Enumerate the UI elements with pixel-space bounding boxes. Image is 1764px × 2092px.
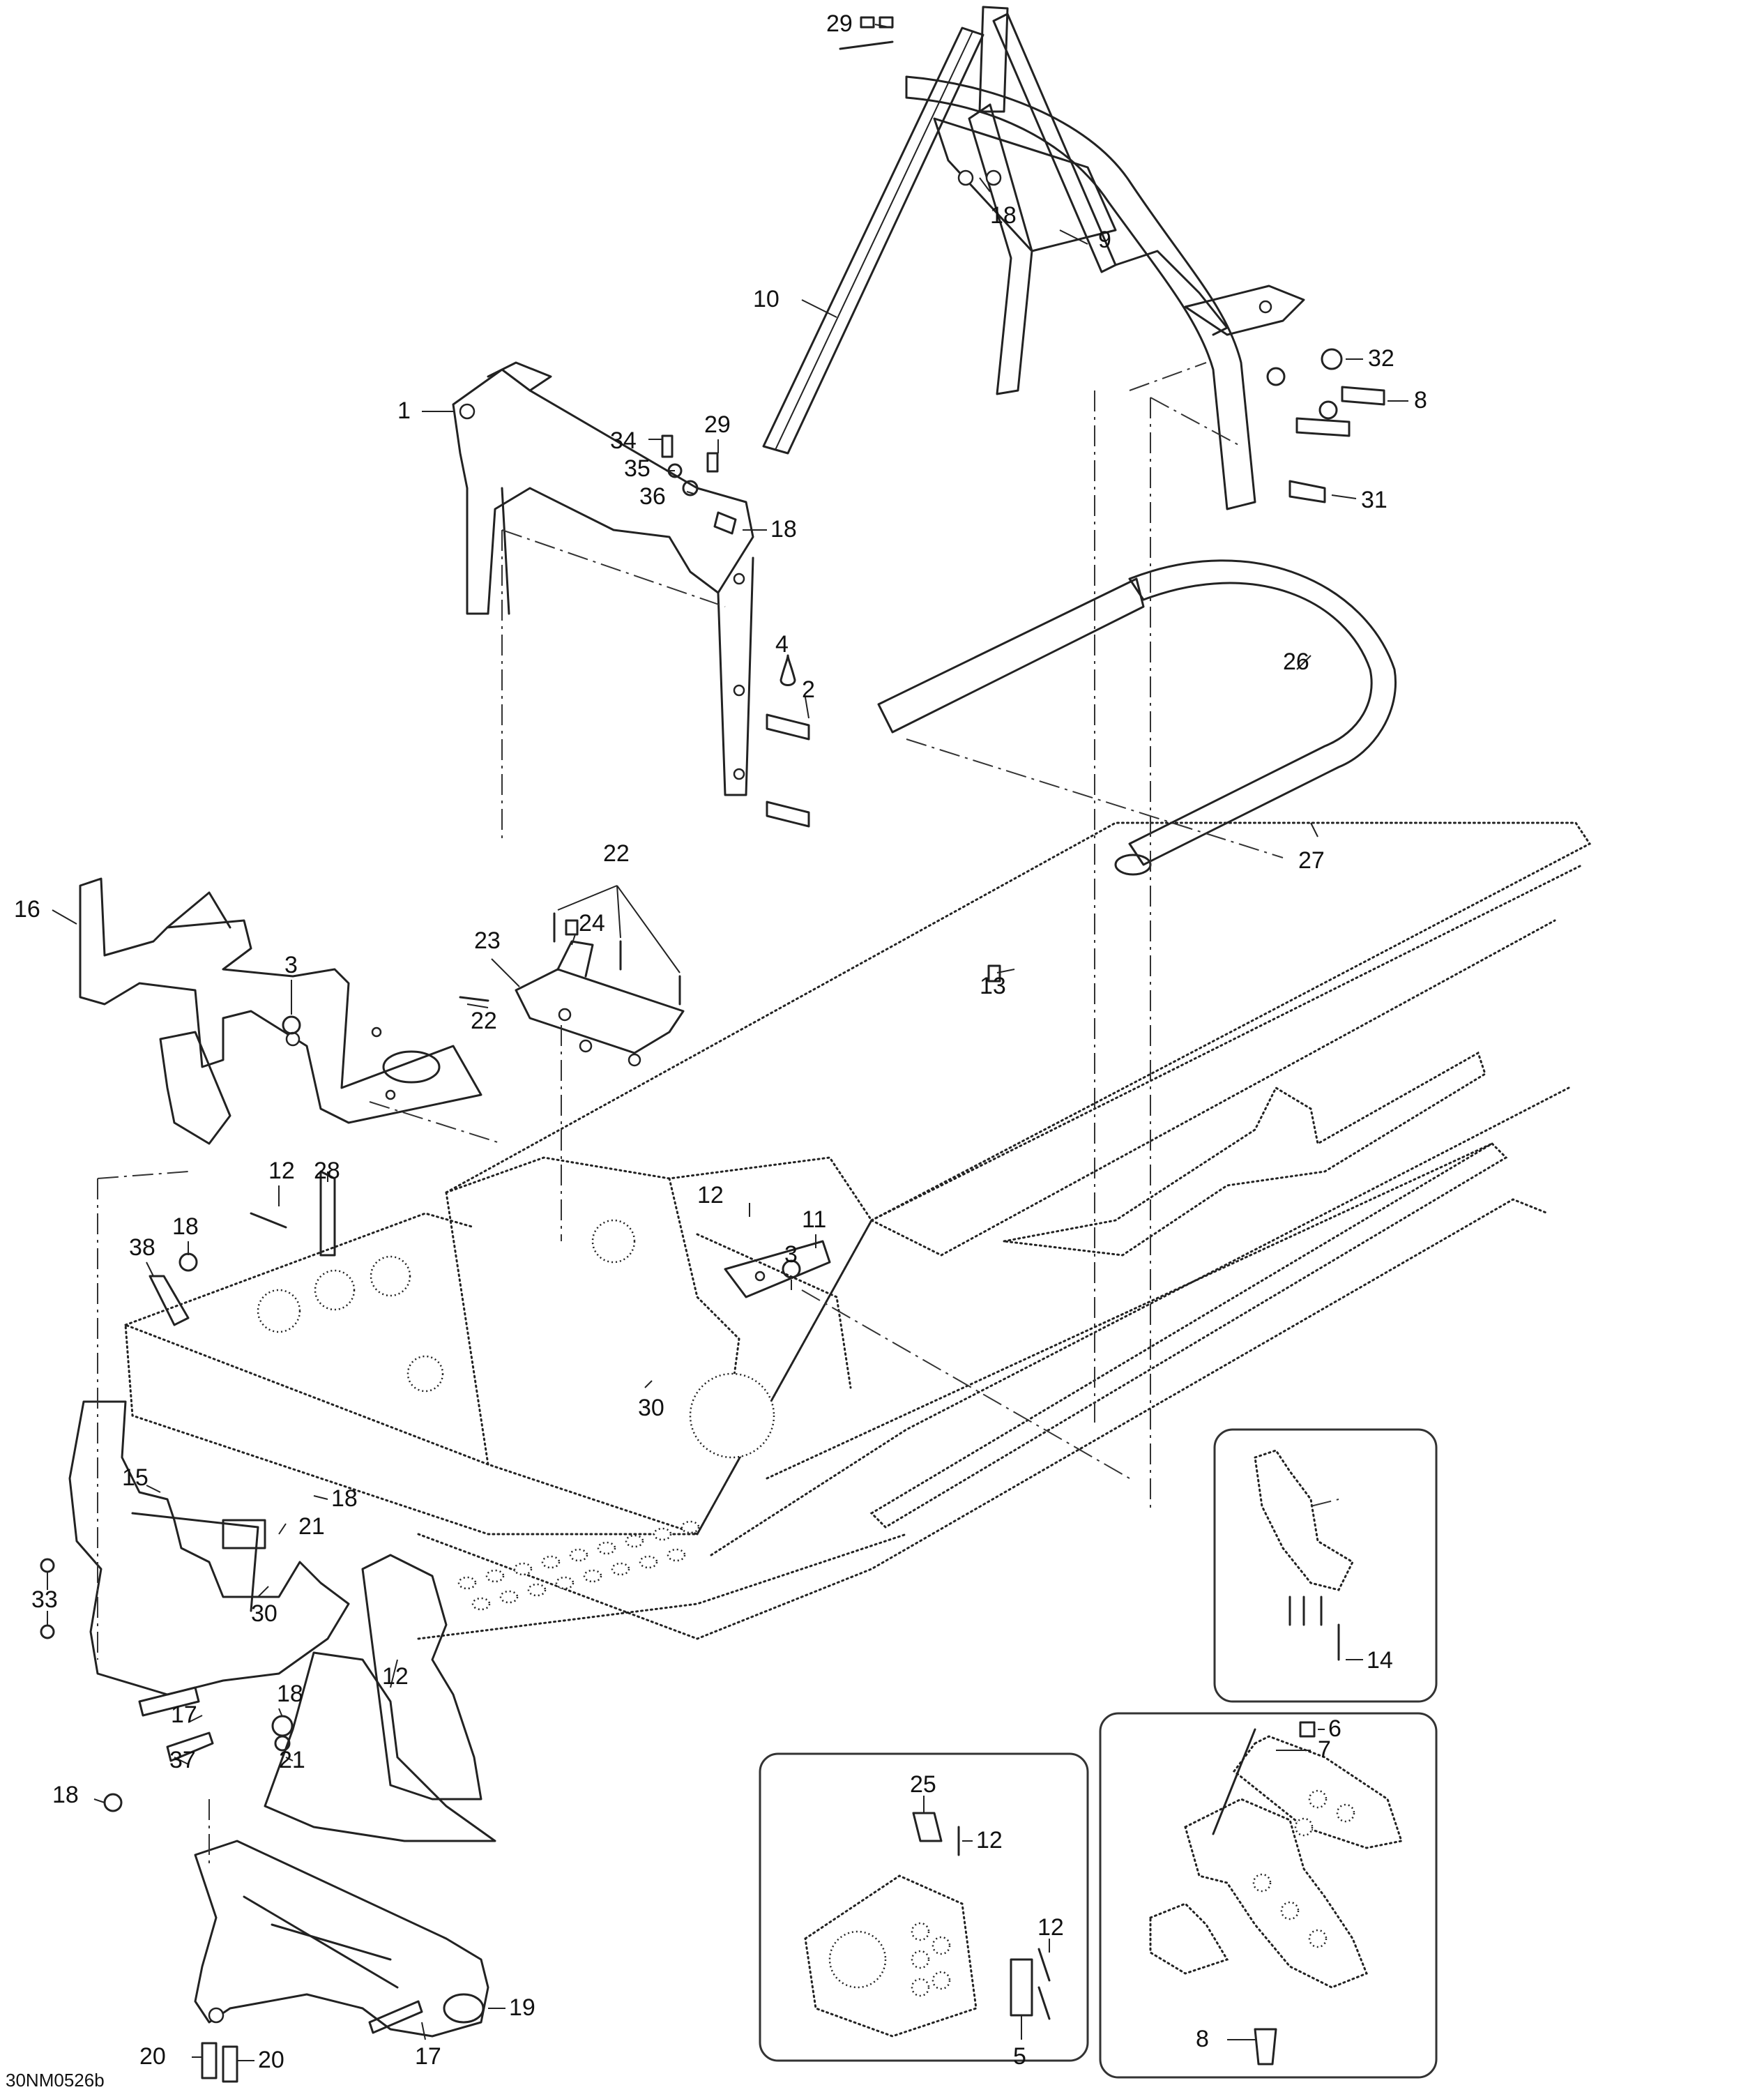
callout-18-lower: 18 (331, 1485, 358, 1512)
callout-19: 19 (509, 1994, 535, 2021)
callout-30-center: 30 (638, 1395, 664, 1421)
callout-12-left: 12 (268, 1158, 295, 1184)
callout-29-mid: 29 (704, 411, 731, 438)
callout-13: 13 (980, 973, 1006, 999)
right-upper-bolts (1266, 348, 1385, 503)
callout-36: 36 (639, 483, 666, 510)
drawing-code: 30NM0526b (6, 2070, 105, 2091)
callout-14: 14 (1367, 1647, 1393, 1674)
callout-2: 2 (802, 676, 815, 703)
callout-5: 5 (1013, 2043, 1026, 2070)
callout-30-lower: 30 (251, 1600, 277, 1627)
callout-18-mid: 18 (770, 516, 797, 543)
callout-21-upper: 21 (298, 1513, 325, 1540)
callout-23: 23 (474, 927, 501, 954)
callout-17-upper: 17 (171, 1701, 197, 1728)
callout-27: 27 (1298, 847, 1325, 874)
rear-loop (877, 559, 1397, 876)
callout-12-inset-right: 12 (1037, 1914, 1064, 1941)
leader-lines (47, 24, 1408, 2061)
callout-18-bottom-left: 18 (52, 1782, 79, 1808)
callout-10: 10 (753, 286, 780, 312)
callout-31: 31 (1361, 487, 1387, 513)
callout-12-panel: 12 (382, 1663, 409, 1690)
callout-24: 24 (579, 910, 605, 937)
callout-7: 7 (1318, 1736, 1331, 1763)
callout-15: 15 (122, 1464, 149, 1491)
callout-16: 16 (14, 896, 40, 923)
inset-25-12-5 (759, 1752, 1089, 2062)
callout-3-center: 3 (784, 1241, 798, 1268)
front-subframe-fasteners (661, 434, 737, 535)
callout-22-top: 22 (603, 840, 630, 867)
callout-21-lower: 21 (279, 1747, 305, 1773)
callout-4: 4 (775, 631, 789, 658)
callout-8-inset: 8 (1196, 2026, 1209, 2052)
callout-11: 11 (802, 1206, 826, 1233)
lower-bracket-19 (194, 1840, 489, 2083)
tunnel-chassis (124, 821, 1592, 1640)
callout-34: 34 (610, 427, 637, 454)
plate-11 (149, 1170, 831, 1326)
callout-12-inset-top: 12 (976, 1827, 1003, 1854)
callout-22-left: 22 (471, 1008, 497, 1034)
callout-20-left: 20 (139, 2043, 166, 2070)
callout-35: 35 (624, 455, 651, 482)
callout-26: 26 (1283, 649, 1309, 675)
callout-17-lower: 17 (415, 2043, 441, 2070)
bolts-2 (766, 654, 810, 828)
callout-3-upper: 3 (284, 952, 298, 978)
callout-6: 6 (1328, 1715, 1341, 1742)
callout-37: 37 (169, 1747, 196, 1773)
callout-38: 38 (129, 1234, 155, 1261)
upper-column-frame (762, 6, 1305, 510)
steering-support-23 (515, 940, 685, 1067)
callout-8-top: 8 (1414, 387, 1427, 414)
callout-12-center: 12 (697, 1182, 724, 1208)
callout-29-top: 29 (826, 10, 853, 37)
callout-18-top: 18 (990, 202, 1017, 229)
callout-18-panel: 18 (277, 1681, 303, 1707)
callout-18-left: 18 (172, 1213, 199, 1240)
lower-front-panels (40, 1400, 496, 1842)
inset-6-7-8 (1099, 1712, 1438, 2079)
alignment-lines (97, 362, 1242, 1869)
callout-28: 28 (314, 1158, 340, 1184)
front-subframe (452, 361, 754, 796)
front-bulkhead-16 (79, 877, 482, 1145)
running-board-holes (457, 1520, 700, 1611)
callout-32: 32 (1368, 345, 1394, 372)
callout-33: 33 (31, 1586, 58, 1613)
callout-20-right: 20 (258, 2047, 284, 2073)
callout-25: 25 (910, 1771, 936, 1798)
callout-labels: 29 18 9 10 32 8 31 1 34 29 35 36 18 4 2 … (14, 10, 1427, 2073)
inset-14 (1213, 1428, 1438, 1703)
callout-1: 1 (397, 397, 411, 424)
callout-9: 9 (1098, 227, 1111, 253)
